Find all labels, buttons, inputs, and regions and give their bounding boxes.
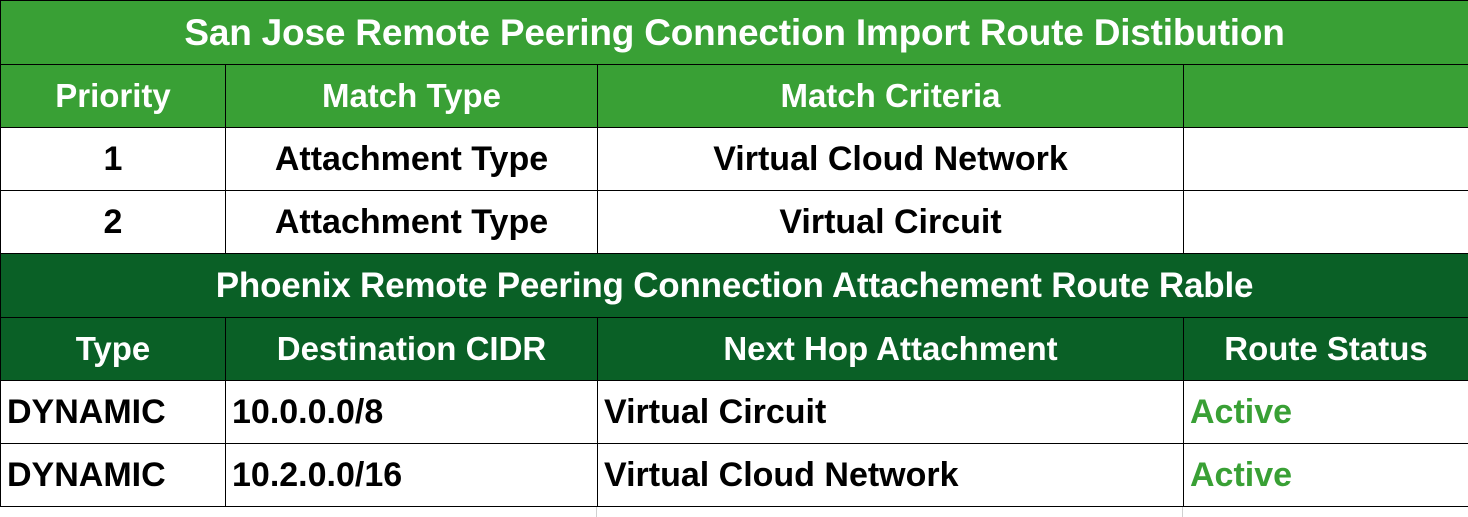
cell-match-criteria: Virtual Circuit [597, 190, 1184, 254]
table-title-row-san-jose: San Jose Remote Peering Connection Impor… [0, 0, 1468, 65]
table-row: 1 Attachment Type Virtual Cloud Network [0, 127, 1468, 191]
cell-match-type: Attachment Type [225, 127, 598, 191]
cell-match-criteria: Virtual Cloud Network [597, 127, 1184, 191]
san-jose-table-title: San Jose Remote Peering Connection Impor… [0, 0, 1468, 65]
cell-next-hop-attachment: Virtual Cloud Network [597, 443, 1184, 507]
table-row: 2 Attachment Type Virtual Circuit [0, 190, 1468, 254]
cell-priority: 1 [0, 127, 226, 191]
phoenix-table-title: Phoenix Remote Peering Connection Attach… [0, 253, 1468, 318]
table-row: DYNAMIC 10.0.0.0/8 Virtual Circuit Activ… [0, 380, 1468, 444]
column-header-next-hop-attachment[interactable]: Next Hop Attachment [597, 317, 1184, 381]
cell-next-hop-attachment: Virtual Circuit [597, 380, 1184, 444]
column-header-match-type[interactable]: Match Type [225, 64, 598, 128]
cell-empty [1182, 190, 1468, 254]
cell-empty [1182, 127, 1468, 191]
cell-match-type: Attachment Type [225, 190, 598, 254]
cell-type: DYNAMIC [0, 443, 226, 507]
column-header-match-criteria[interactable]: Match Criteria [597, 64, 1184, 128]
column-header-priority[interactable]: Priority [0, 64, 226, 128]
column-header-route-status[interactable]: Route Status [1182, 317, 1468, 381]
cell-destination-cidr: 10.2.0.0/16 [225, 443, 598, 507]
table-row: DYNAMIC 10.2.0.0/16 Virtual Cloud Networ… [0, 443, 1468, 507]
table-header-row-san-jose: Priority Match Type Match Criteria [0, 64, 1468, 128]
cell-priority: 2 [0, 190, 226, 254]
table-header-row-phoenix: Type Destination CIDR Next Hop Attachmen… [0, 317, 1468, 381]
cell-type: DYNAMIC [0, 380, 226, 444]
column-header-type[interactable]: Type [0, 317, 226, 381]
cell-destination-cidr: 10.0.0.0/8 [225, 380, 598, 444]
table-title-row-phoenix: Phoenix Remote Peering Connection Attach… [0, 253, 1468, 318]
status-badge-route-status: Active [1182, 380, 1468, 444]
column-header-destination-cidr[interactable]: Destination CIDR [225, 317, 598, 381]
status-badge-route-status: Active [1182, 443, 1468, 507]
column-header-empty[interactable] [1182, 64, 1468, 128]
